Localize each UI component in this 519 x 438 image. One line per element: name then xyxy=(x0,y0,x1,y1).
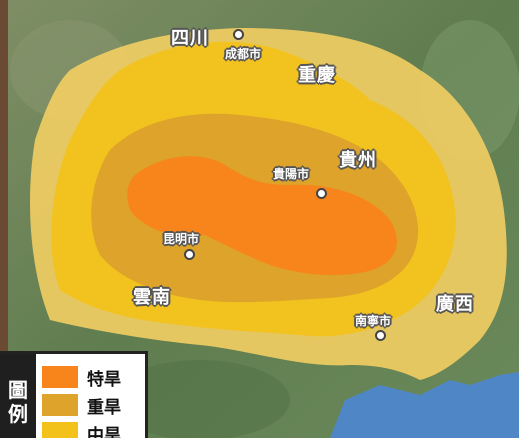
region-label-yunnan: 雲南 xyxy=(133,287,171,308)
city-marker-guiyang xyxy=(316,188,327,199)
legend-item-moderate: 中旱 xyxy=(42,419,145,438)
city-label-chengdu: 成都市 xyxy=(225,47,262,61)
legend-swatch-severe xyxy=(42,394,78,416)
legend-swatch-moderate xyxy=(42,422,78,438)
legend-item-extreme: 特旱 xyxy=(42,363,145,391)
region-label-sichuan: 四川 xyxy=(171,28,209,49)
legend-swatch-extreme xyxy=(42,366,78,388)
region-label-guizhou: 貴州 xyxy=(339,150,377,171)
legend-title-char-1: 圖 xyxy=(8,378,28,402)
city-marker-chengdu xyxy=(233,29,244,40)
city-label-nanning: 南寧市 xyxy=(355,314,392,328)
city-marker-nanning xyxy=(375,330,386,341)
sea xyxy=(330,372,519,438)
legend-label-moderate: 中旱 xyxy=(87,425,121,438)
legend-label-extreme: 特旱 xyxy=(87,369,121,390)
region-label-guangxi: 廣西 xyxy=(436,294,474,315)
legend-title-char-2: 例 xyxy=(8,402,28,426)
legend-label-severe: 重旱 xyxy=(87,397,121,418)
city-label-kunming: 昆明市 xyxy=(163,232,200,246)
region-label-chongqing: 重慶 xyxy=(298,65,336,86)
drought-zone-extreme xyxy=(127,156,397,276)
legend-title: 圖 例 xyxy=(0,354,36,438)
city-label-guiyang: 貴陽市 xyxy=(273,167,310,181)
legend-item-severe: 重旱 xyxy=(42,391,145,419)
legend-items: 特旱 重旱 中旱 xyxy=(36,354,145,438)
city-marker-kunming xyxy=(184,249,195,260)
legend: 圖 例 特旱 重旱 中旱 xyxy=(0,351,148,438)
